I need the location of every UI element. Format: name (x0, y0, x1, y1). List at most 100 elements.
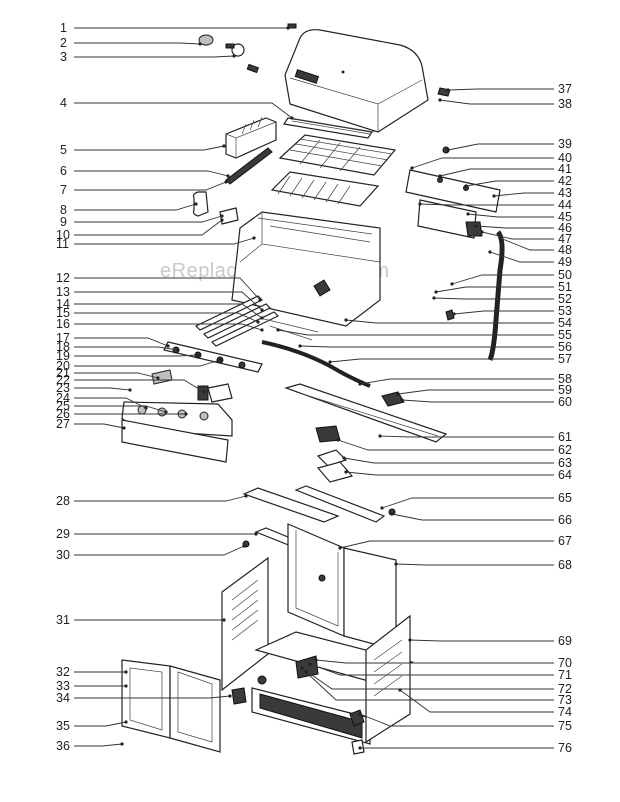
leader-line-41 (439, 168, 554, 177)
left-brackets (192, 147, 273, 225)
leader-dot-35 (124, 720, 128, 724)
callout-39: 39 (558, 137, 572, 151)
leader-dot-70 (314, 658, 318, 662)
leader-dot-60 (400, 398, 404, 402)
leader-dot-31 (222, 618, 226, 622)
leader-line-14 (74, 303, 263, 319)
leader-dot-48 (498, 236, 502, 240)
leader-line-69 (409, 639, 554, 642)
leader-dot-50 (450, 282, 454, 286)
callout-46: 46 (558, 221, 572, 235)
grill-hood (284, 29, 429, 133)
leader-line-71 (309, 663, 554, 676)
leader-dot-44 (418, 202, 422, 206)
leader-dot-69 (408, 638, 412, 642)
leader-dot-25 (164, 410, 168, 414)
leader-line-9 (74, 215, 223, 223)
callout-60: 60 (558, 395, 572, 409)
leader-line-5 (74, 145, 225, 151)
leader-line-74 (399, 689, 554, 713)
leader-dot-29 (254, 532, 258, 536)
leader-line-58 (359, 378, 554, 385)
callout-54: 54 (558, 316, 572, 330)
leader-dot-42 (464, 184, 468, 188)
leader-dot-3 (232, 54, 236, 58)
callout-48: 48 (558, 243, 572, 257)
leader-line-59 (397, 389, 554, 395)
leader-line-16 (74, 323, 263, 331)
leader-dot-33 (124, 684, 128, 688)
leader-dot-46 (474, 224, 478, 228)
left-side-panel (221, 556, 269, 692)
callout-27: 27 (56, 417, 70, 431)
leader-dot-65 (380, 506, 384, 510)
drip-pan-parts (315, 425, 354, 483)
callout-44: 44 (558, 198, 572, 212)
callout-47: 47 (558, 232, 572, 246)
callout-15: 15 (56, 306, 70, 320)
callout-61: 61 (558, 430, 572, 444)
leader-line-6 (74, 170, 229, 177)
leader-dot-36 (120, 742, 124, 746)
leader-dot-64 (344, 470, 348, 474)
leader-line-39 (447, 143, 554, 151)
callout-12: 12 (56, 271, 70, 285)
callout-41: 41 (558, 162, 572, 176)
callout-68: 68 (558, 558, 572, 572)
leader-line-64 (345, 471, 554, 476)
callout-13: 13 (56, 285, 70, 299)
leader-dot-75 (358, 712, 362, 716)
leader-dot-41 (438, 174, 442, 178)
leader-line-55 (277, 329, 554, 336)
callout-42: 42 (558, 174, 572, 188)
leader-line-40 (411, 157, 554, 169)
leader-line-30 (74, 545, 245, 556)
hood-handle-parts (198, 23, 297, 74)
leader-line-53 (453, 310, 554, 315)
leader-line-50 (451, 274, 554, 285)
leader-line-11 (74, 237, 255, 245)
leader-dot-76 (358, 746, 362, 750)
callout-24: 24 (56, 391, 70, 405)
leader-dot-21 (156, 376, 160, 380)
callout-55: 55 (558, 328, 572, 342)
callout-52: 52 (558, 292, 572, 306)
callout-35: 35 (56, 719, 70, 733)
leader-line-49 (489, 251, 554, 263)
leader-dot-68 (394, 562, 398, 566)
leader-dot-61 (378, 434, 382, 438)
leader-line-44 (419, 203, 554, 206)
leader-dot-58 (358, 382, 362, 386)
leader-line-65 (381, 497, 554, 509)
leader-line-67 (339, 540, 554, 549)
callout-2: 2 (60, 36, 67, 50)
callout-25: 25 (56, 399, 70, 413)
callout-11: 11 (56, 237, 69, 251)
leader-dot-23 (128, 388, 132, 392)
leader-line-37 (447, 88, 554, 91)
flavorizer-bars (270, 171, 380, 207)
callout-7: 7 (60, 183, 67, 197)
leader-dot-18 (176, 348, 180, 352)
leader-line-20 (74, 359, 221, 367)
cart-frame (287, 523, 397, 651)
callout-10: 10 (56, 228, 70, 242)
leader-line-48 (499, 237, 554, 251)
leader-dot-15 (256, 320, 260, 324)
leader-line-18 (74, 346, 179, 351)
callout-75: 75 (558, 719, 572, 733)
leader-dot-67 (338, 546, 342, 550)
leader-dot-51 (434, 290, 438, 294)
callout-38: 38 (558, 97, 572, 111)
callout-73: 73 (558, 693, 572, 707)
callout-49: 49 (558, 255, 572, 269)
leader-dot-10 (220, 218, 224, 222)
manifold-and-valves (151, 341, 263, 403)
callout-30: 30 (56, 548, 70, 562)
leader-line-4 (74, 102, 293, 119)
leader-dot-17 (166, 344, 170, 348)
leader-dot-26 (184, 412, 188, 416)
callout-5: 5 (60, 143, 67, 157)
callout-21: 21 (56, 366, 70, 380)
